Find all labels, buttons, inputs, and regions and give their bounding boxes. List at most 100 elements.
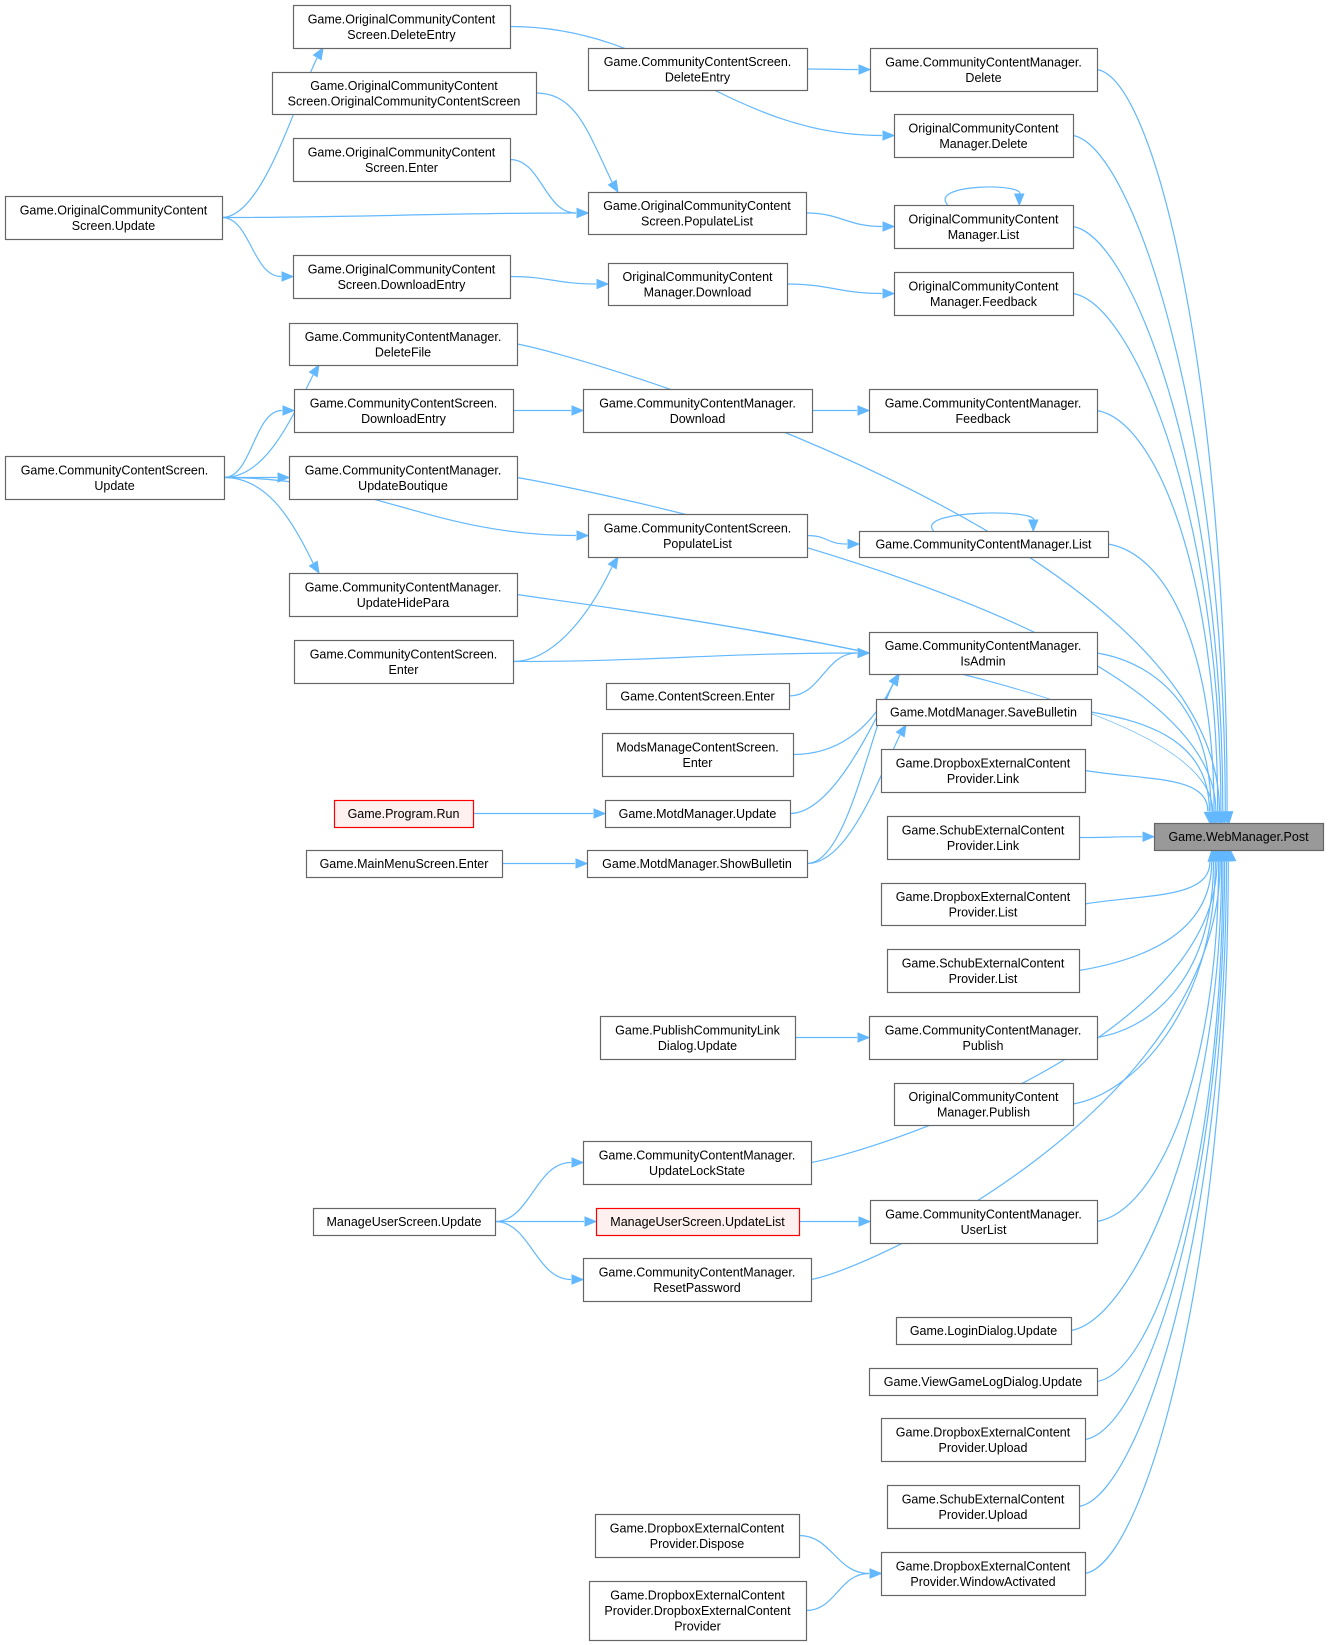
node-mods-enter[interactable]: ModsManageContentScreen.Enter [601,732,795,778]
edge-line [509,275,597,285]
node-label-line: Screen.OriginalCommunityContentScreen [288,94,521,108]
edge-line [1084,769,1209,812]
node-label-line: Game.DropboxExternalContent [896,756,1071,770]
node-login-update[interactable]: Game.LoginDialog.Update [895,1316,1073,1346]
node-occs-update[interactable]: Game.OriginalCommunityContentScreen.Upda… [4,195,224,241]
node-label-line: Provider.Link [947,839,1020,853]
edge-dropbox_dispose-to-dropbox_winact [798,1534,883,1579]
edge-line [1078,861,1213,972]
node-box [582,388,814,434]
node-ccm-publish[interactable]: Game.CommunityContentManager.Publish [868,1015,1099,1061]
node-occs-populate[interactable]: Game.OriginalCommunityContentScreen.Popu… [587,191,808,236]
node-label-line: Game.CommunityContentManager. [599,1265,796,1279]
node-occs-enter[interactable]: Game.OriginalCommunityContentScreen.Ente… [292,137,512,183]
node-dropbox-ctor[interactable]: Game.DropboxExternalContentProvider.Drop… [588,1580,808,1642]
node-ccs-downloadentry[interactable]: Game.CommunityContentScreen.DownloadEntr… [293,388,515,434]
node-ccm-feedback[interactable]: Game.CommunityContentManager.Feedback [868,388,1099,434]
node-ccs-delete[interactable]: Game.CommunityContentScreen.DeleteEntry [587,47,809,92]
edge-line [1084,861,1226,1441]
node-ccm-reset[interactable]: Game.CommunityContentManager.ResetPasswo… [582,1257,813,1303]
node-viewlog-update[interactable]: Game.ViewGameLogDialog.Update [868,1367,1099,1397]
node-label-line: Provider.Upload [939,1508,1028,1522]
node-box [875,698,1093,727]
node-mainmenu-enter[interactable]: Game.MainMenuScreen.Enter [305,849,504,879]
node-mus-updatelist[interactable]: ManageUserScreen.UpdateList [595,1207,801,1237]
node-cs-enter[interactable]: Game.ContentScreen.Enter [605,682,791,711]
edge-arrowhead [869,1568,883,1579]
node-dropbox-winact[interactable]: Game.DropboxExternalContentProvider.Wind… [880,1551,1087,1597]
node-label-line: Game.MainMenuScreen.Enter [320,857,489,871]
edge-arrowhead [607,555,619,570]
node-label-line: Game.CommunityContentScreen. [604,55,792,69]
node-ccs-enter[interactable]: Game.CommunityContentScreen.Enter [293,639,515,685]
node-occs-download[interactable]: Game.OriginalCommunityContentScreen.Down… [292,254,512,300]
node-label-line: Delete [965,71,1001,85]
node-motd-show[interactable]: Game.MotdManager.ShowBulletin [586,849,809,879]
node-label-line: Game.LoginDialog.Update [910,1324,1057,1338]
edge-arrowhead [847,538,861,550]
node-program-run[interactable]: Game.Program.Run [333,799,475,829]
node-post[interactable]: Game.WebManager.Post [1153,822,1325,852]
node-ccs-update[interactable]: Game.CommunityContentScreen.Update [4,455,226,501]
node-label-line: Game.OriginalCommunityContent [308,12,496,26]
node-ccm-boutique[interactable]: Game.CommunityContentManager.UpdateBouti… [288,455,519,501]
node-mus-update[interactable]: ManageUserScreen.Update [312,1207,497,1237]
node-occs-delete[interactable]: Game.OriginalCommunityContentScreen.Dele… [292,4,512,50]
node-label-line: OriginalCommunityContent [622,270,773,284]
edge-arrowhead [857,405,871,416]
edge-line [512,566,613,663]
node-box [293,639,515,685]
node-label-line: Game.CommunityContentManager. [885,55,1082,69]
node-label-line: Game.DropboxExternalContent [896,1559,1071,1573]
node-label-line: Game.MotdManager.ShowBulletin [602,857,792,871]
node-ccm-deletefile[interactable]: Game.CommunityContentManager.DeleteFile [288,322,519,367]
node-label-line: Provider.Upload [939,1441,1028,1455]
node-box [893,271,1075,317]
edge-arrowhead [575,858,589,869]
node-ccs-populate[interactable]: Game.CommunityContentScreen.PopulateList [587,513,809,559]
edge-line [930,512,1035,532]
node-dropbox-upload[interactable]: Game.DropboxExternalContentProvider.Uplo… [880,1417,1087,1463]
node-motd-save[interactable]: Game.MotdManager.SaveBulletin [875,698,1093,727]
node-label-line: Manager.Delete [939,137,1027,151]
node-ccm-download[interactable]: Game.CommunityContentManager.Download [582,388,814,434]
edge-ccs_update-to-ccm_hidepara [223,476,320,575]
node-ccm-delete[interactable]: Game.CommunityContentManager. Delete [869,47,1099,93]
node-label-line: Game.Program.Run [348,807,460,821]
edge-arrowhead [895,723,907,738]
edge-publish_dialog-to-ccm_publish [794,1032,871,1043]
node-ccm-list[interactable]: Game.CommunityContentManager.List [858,530,1110,559]
node-motd-update[interactable]: Game.MotdManager.Update [604,799,792,829]
node-ccm-lockstate[interactable]: Game.CommunityContentManager.UpdateLockS… [582,1140,813,1186]
node-occs-ctor[interactable]: Game.OriginalCommunityContentScreen.Orig… [271,71,538,116]
node-label-line: Screen.PopulateList [641,214,753,228]
edge-line [1107,543,1215,812]
node-label-line: Update [94,479,134,493]
edge-line [516,476,1217,812]
edge-login_update-to-post [1070,848,1230,1332]
edge-arrowhead [882,288,896,299]
node-ccm-hidepara[interactable]: Game.CommunityContentManager.UpdateHideP… [288,572,519,618]
edge-occs_update-to-occs_download [221,216,295,282]
node-box [312,1207,497,1237]
node-label-line: Dialog.Update [658,1039,737,1053]
node-ccm-isadmin[interactable]: Game.CommunityContentManager.IsAdmin [868,631,1099,676]
node-label-line: Game.CommunityContentScreen. [310,647,498,661]
edge-line [1096,409,1219,812]
node-ccm-userlist[interactable]: Game.CommunityContentManager.UserList [869,1199,1099,1245]
edge-arrowhead [308,363,320,378]
edge-dropbox_ctor-to-dropbox_winact [805,1568,883,1612]
node-box [868,388,1099,434]
node-dropbox-dispose[interactable]: Game.DropboxExternalContentProvider.Disp… [594,1513,801,1559]
